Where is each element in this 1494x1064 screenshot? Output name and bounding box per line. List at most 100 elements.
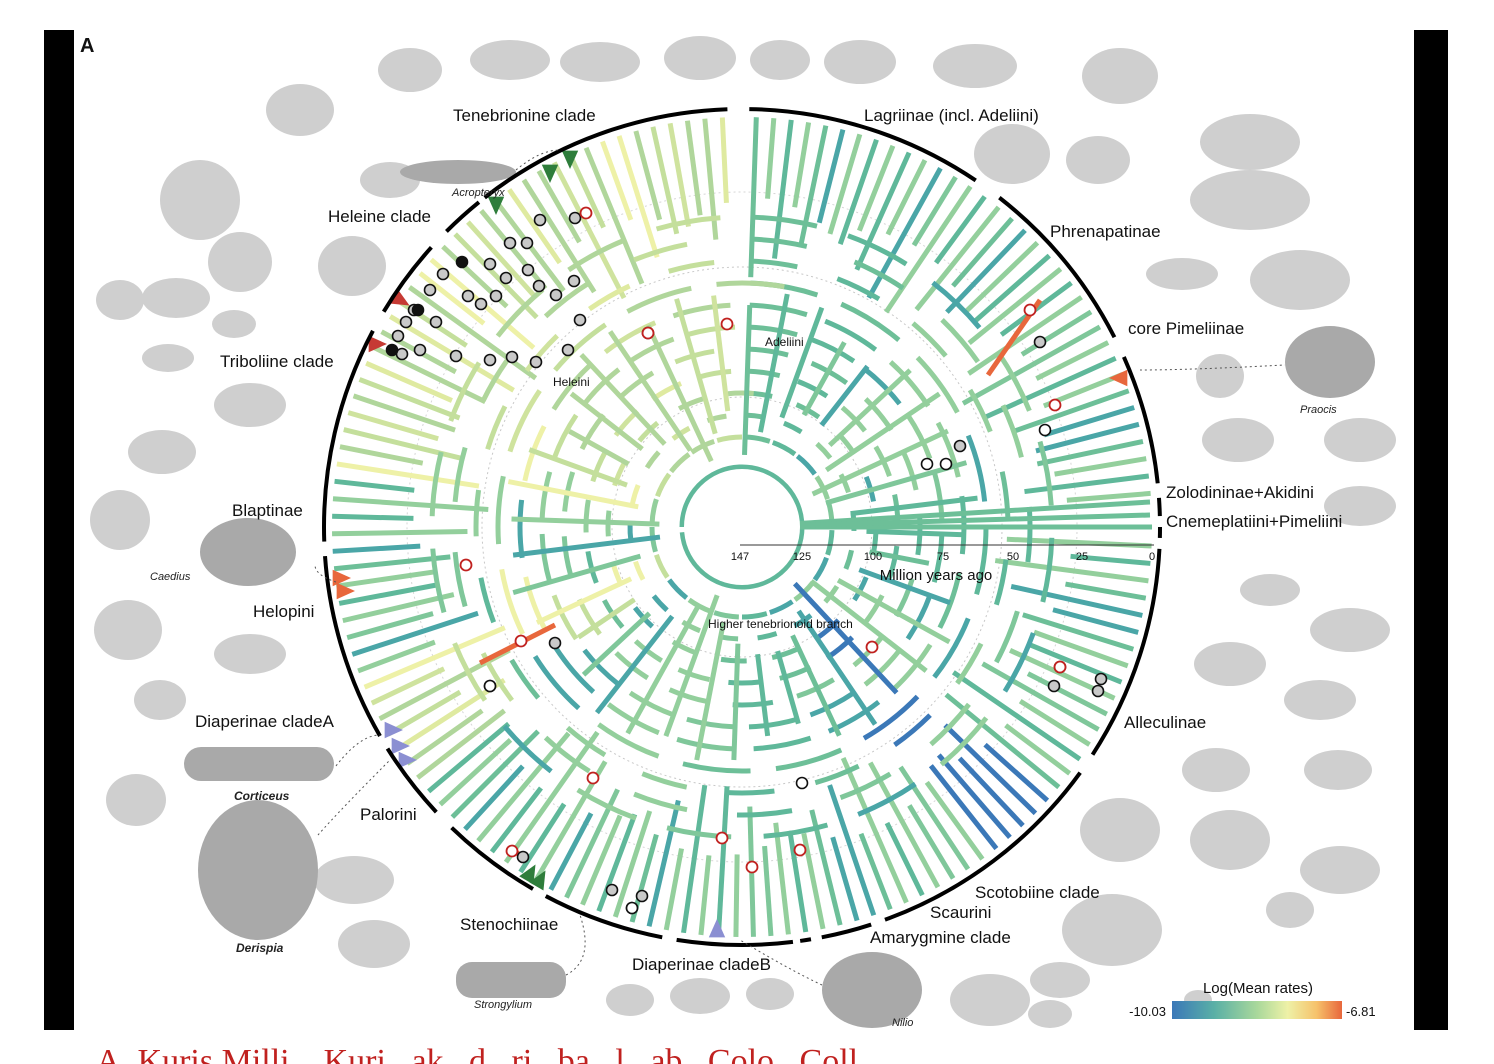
beetle-silhouette: [1190, 810, 1270, 870]
beetle-silhouette: [933, 44, 1017, 88]
tree-internal-branch: [779, 306, 825, 419]
tree-internal-branch: [480, 652, 514, 702]
marker-grey: [423, 283, 437, 297]
tree-internal-branch: [507, 479, 639, 510]
tick-0: 0: [1149, 551, 1155, 563]
tree-internal-branch: [669, 452, 691, 474]
label-palorini: Palorini: [360, 805, 417, 824]
tree-internal-branch: [568, 429, 630, 467]
tree-internal-branch: [667, 259, 715, 274]
tree-internal-branch: [915, 355, 960, 414]
tree-leaf-branch: [858, 832, 893, 911]
tree-internal-branch: [543, 735, 591, 774]
tree-leaf-branch: [363, 625, 506, 690]
tree-leaf-branch: [489, 786, 543, 854]
tree-leaf-branch: [408, 285, 538, 381]
tree-internal-branch: [869, 549, 930, 566]
tree-leaf-branch: [1035, 340, 1110, 381]
tree-leaf-branch: [466, 220, 536, 298]
tree-internal-branch: [857, 781, 917, 817]
beetle-silhouette: [1266, 892, 1314, 928]
marker-grey: [548, 636, 562, 650]
tree-internal-branch: [1002, 632, 1036, 693]
label-core-pimeliinae: core Pimeliinae: [1128, 319, 1244, 338]
marker-red: [1023, 303, 1037, 317]
left-frame-bar: [44, 30, 74, 1030]
tree-internal-branch: [429, 451, 444, 517]
tree-leaf-branch: [332, 496, 489, 512]
label-heleini: Heleini: [553, 375, 590, 389]
label-tenebrionine-clade: Tenebrionine clade: [453, 106, 596, 125]
tree-internal-branch: [576, 597, 636, 640]
clade-arc: [1156, 497, 1162, 517]
tree-internal-branch: [655, 215, 721, 232]
panel-label: A: [80, 35, 94, 57]
tree-internal-branch: [626, 285, 692, 314]
tree-internal-branch: [577, 598, 602, 636]
species-nilio: Nilio: [892, 1017, 913, 1029]
tree-leaf-branch: [536, 169, 582, 244]
tree-internal-branch: [567, 237, 627, 273]
marker-red: [720, 317, 734, 331]
marker-red: [641, 326, 655, 340]
marker-grey: [429, 315, 443, 329]
tree-internal-branch: [795, 454, 817, 476]
tree-internal-branch: [866, 528, 964, 538]
tree-leaf-branch: [521, 178, 597, 294]
tree-leaf-branch: [914, 205, 1001, 312]
tree-leaf-branch: [352, 393, 456, 433]
tree-leaf-branch: [1018, 699, 1091, 747]
beetle-silhouette: [1300, 846, 1380, 894]
clade-shift-triangle: [389, 289, 410, 306]
tick-25: 25: [1076, 551, 1088, 563]
tree-internal-branch: [583, 499, 591, 533]
tree-internal-branch: [625, 606, 700, 735]
phylogenetic-tree: [332, 117, 1152, 938]
tree-leaf-branch: [343, 427, 466, 462]
species-acropteryx: Acropteryx: [451, 187, 505, 199]
marker-grey: [635, 889, 649, 903]
marker-grey: [532, 279, 546, 293]
tree-internal-branch: [782, 420, 803, 435]
tree-internal-branch: [838, 473, 851, 494]
clade-arc: [544, 894, 663, 940]
marker-red: [586, 771, 600, 785]
tree-internal-branch: [585, 550, 599, 584]
beetle-silhouette: [1324, 486, 1396, 526]
tree-leaf-branch: [365, 360, 453, 403]
tree-internal-branch: [512, 553, 642, 596]
label-lagriinae: Lagriinae (incl. Adeliini): [864, 106, 1039, 125]
tick-147: 147: [731, 551, 749, 563]
tree-internal-branch: [935, 421, 961, 478]
label-amarygmine-clade: Amarygmine clade: [870, 928, 1011, 947]
tree-internal-branch: [727, 788, 775, 796]
tree-internal-branch: [1025, 506, 1033, 563]
tree-internal-branch: [499, 568, 525, 636]
beetle-silhouette: [1028, 1000, 1072, 1028]
tree-internal-branch: [852, 576, 869, 602]
label-heleine-clade: Heleine clade: [328, 207, 431, 226]
tree-leaf-branch: [698, 855, 712, 936]
tree-internal-branch: [911, 321, 948, 358]
time-axis-title: Million years ago: [880, 567, 993, 584]
tree-leaf-branch: [945, 228, 1027, 314]
tree-internal-branch: [682, 761, 751, 774]
beetle-silhouette: [1304, 750, 1372, 790]
label-scaurini: Scaurini: [930, 903, 991, 922]
tree-internal-branch: [608, 330, 693, 452]
legend-title: Log(Mean rates): [1203, 980, 1313, 997]
tree-leaf-branch: [1070, 553, 1151, 566]
tree-leaf-branch: [334, 478, 415, 493]
label-triboliine-clade: Triboliine clade: [220, 352, 334, 371]
tree-internal-branch: [757, 293, 790, 433]
tree-internal-branch: [887, 545, 900, 579]
beetle-silhouette: [824, 40, 896, 84]
species-corticeus: Corticeus: [234, 789, 290, 803]
species-leader-lines: [314, 149, 1286, 986]
tree-internal-branch: [937, 572, 962, 629]
marker-red: [514, 634, 528, 648]
beetle-silhouette: [314, 856, 394, 904]
tree-internal-branch: [850, 495, 978, 517]
tree-basal-branch: [741, 512, 1151, 530]
tree-internal-branch: [827, 699, 881, 734]
